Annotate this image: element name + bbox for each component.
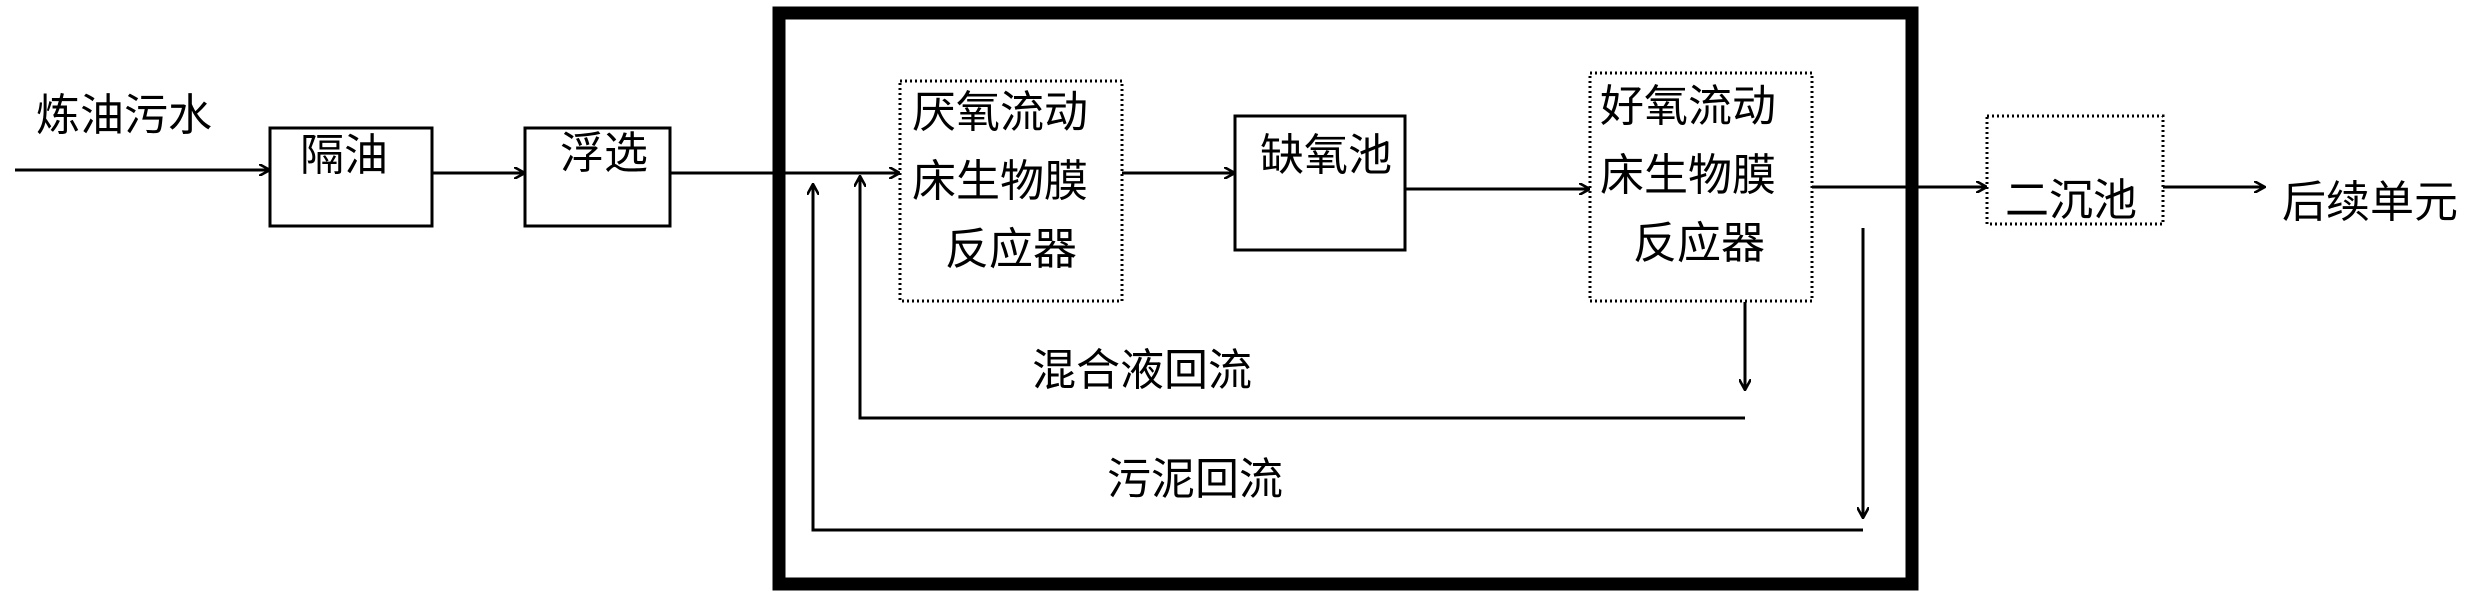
- secondary-clarifier-box: 二沉池: [1985, 114, 2165, 226]
- anaerobic-label-line2: 床生物膜: [912, 156, 1088, 207]
- mixed-liquor-recycle-label: 混合液回流: [1032, 345, 1252, 396]
- anaerobic-label-line1: 厌氧流动: [912, 87, 1088, 138]
- aerobic-reactor-box: 好氧流动 床生物膜 反应器: [1588, 71, 1814, 303]
- input-label-wastewater: 炼油污水: [36, 90, 212, 141]
- bioreactor-system-frame: [772, 6, 1919, 591]
- secondary-clarifier-label: 二沉池: [2005, 175, 2137, 226]
- sludge-recycle-line: [813, 184, 1863, 532]
- oil-separation-box: 隔油: [268, 126, 434, 228]
- oil-separation-label: 隔油: [300, 130, 388, 181]
- aerobic-label-line1: 好氧流动: [1600, 81, 1776, 132]
- anaerobic-reactor-box: 厌氧流动 床生物膜 反应器: [898, 79, 1124, 303]
- sludge-recycle-label: 污泥回流: [1107, 454, 1283, 505]
- flotation-box: 浮选: [523, 126, 672, 228]
- aerobic-label-line2: 床生物膜: [1600, 150, 1776, 201]
- subsequent-units-label: 后续单元: [2282, 177, 2458, 228]
- flotation-label: 浮选: [560, 128, 648, 179]
- anoxic-tank-box: 缺氧池: [1233, 114, 1407, 252]
- mixed-liquor-recycle-line: [860, 176, 1745, 420]
- aerobic-label-line3: 反应器: [1633, 218, 1765, 269]
- anoxic-label: 缺氧池: [1260, 130, 1392, 181]
- anaerobic-label-line3: 反应器: [945, 224, 1077, 275]
